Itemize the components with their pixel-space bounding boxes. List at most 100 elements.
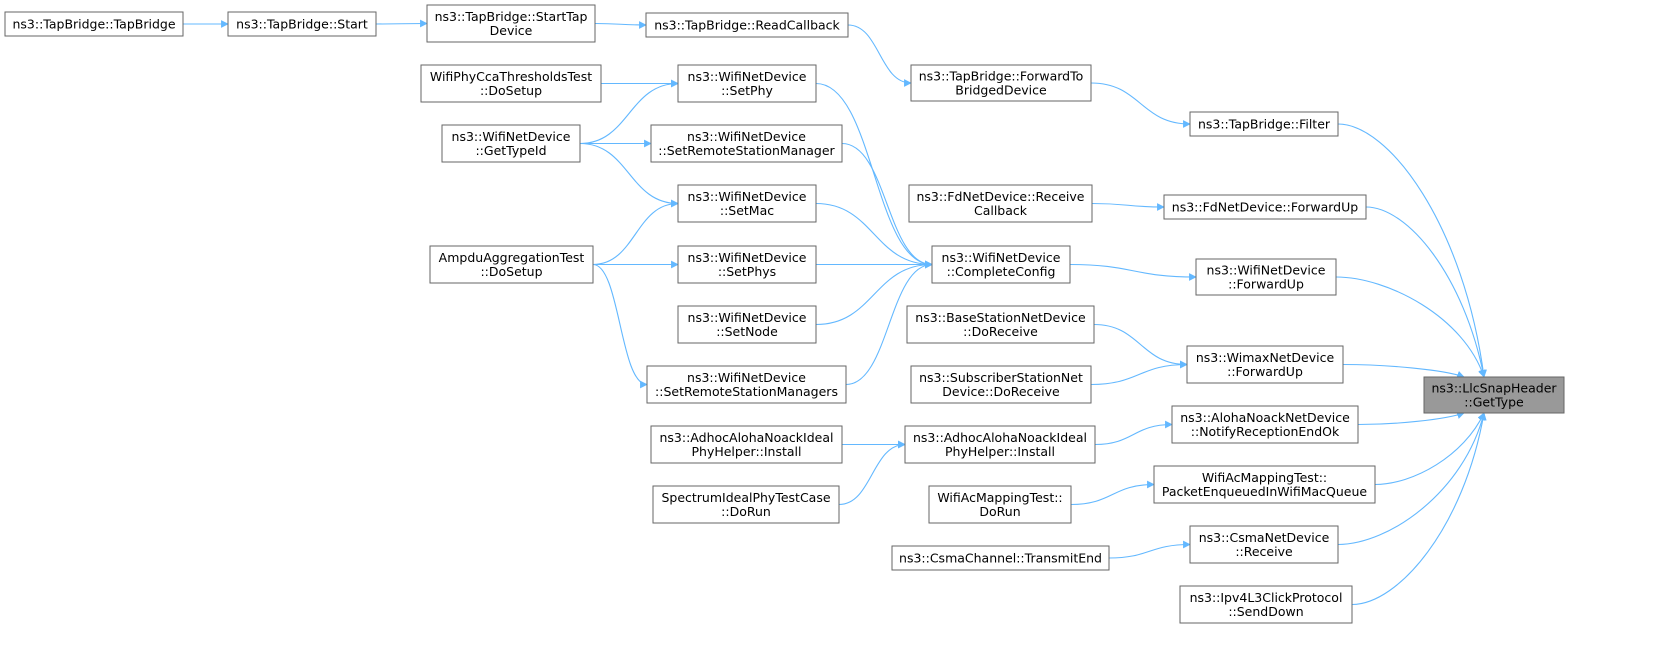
node-label-line: ns3::TapBridge::ReadCallback bbox=[654, 18, 840, 33]
node-label-line: ns3::WifiNetDevice bbox=[688, 310, 807, 325]
node-label-line: ::SendDown bbox=[1228, 604, 1303, 619]
node-aloha-notify[interactable]: ns3::AlohaNoackNetDevice::NotifyReceptio… bbox=[1171, 405, 1359, 444]
node-wifi-setphy[interactable]: ns3::WifiNetDevice::SetPhy bbox=[677, 64, 817, 103]
edge-tb_fwd-to-tb_filter bbox=[1090, 82, 1191, 128]
node-label-line: ns3::FdNetDevice::Receive bbox=[917, 189, 1085, 204]
node-label-line: ns3::TapBridge::TapBridge bbox=[12, 17, 175, 32]
edge-ampdu_setup-to-wifi_setmac bbox=[592, 199, 679, 266]
node-label-line: ns3::WifiNetDevice bbox=[942, 250, 1061, 265]
nodes-layer: ns3::LlcSnapHeader::GetType ns3::TapBridg… bbox=[4, 4, 1565, 624]
node-wifi-setrsms[interactable]: ns3::WifiNetDevice::SetRemoteStationMana… bbox=[646, 365, 847, 404]
edge-wifi_setrsms-to-wifi_complete bbox=[845, 260, 933, 386]
node-ipv4click[interactable]: ns3::Ipv4L3ClickProtocol::SendDown bbox=[1179, 585, 1353, 624]
node-box bbox=[1171, 405, 1359, 444]
node-wifi-setmac[interactable]: ns3::WifiNetDevice::SetMac bbox=[677, 184, 817, 223]
node-label-line: ns3::WifiNetDevice bbox=[687, 129, 806, 144]
node-label-line: ns3::AdhocAlohaNoackIdeal bbox=[913, 430, 1087, 445]
node-label-line: ::SetPhy bbox=[721, 83, 773, 98]
node-label-line: WifiAcMappingTest:: bbox=[1202, 470, 1327, 485]
node-box bbox=[677, 245, 817, 284]
node-acmap-run[interactable]: WifiAcMappingTest::DoRun bbox=[928, 485, 1072, 524]
node-label-line: ns3::WifiNetDevice bbox=[688, 189, 807, 204]
node-wifi-setnode[interactable]: ns3::WifiNetDevice::SetNode bbox=[677, 305, 817, 344]
node-box bbox=[4, 11, 184, 37]
node-wifi-typeid[interactable]: ns3::WifiNetDevice::GetTypeId bbox=[441, 124, 581, 163]
node-label-line: ::DoReceive bbox=[963, 324, 1038, 339]
edge-adhoc_install2-to-aloha_notify bbox=[1094, 420, 1173, 446]
edge-aloha_notify-to-root bbox=[1357, 411, 1465, 426]
node-box bbox=[677, 184, 817, 223]
node-label-line: ns3::WifiNetDevice bbox=[688, 69, 807, 84]
edge-tb_starttap-to-tb_readcb bbox=[594, 21, 647, 29]
node-box bbox=[420, 64, 602, 103]
node-label-line: ns3::CsmaNetDevice bbox=[1199, 530, 1330, 545]
node-adhoc-install1[interactable]: ns3::AdhocAlohaNoackIdealPhyHelper::Inst… bbox=[650, 425, 843, 464]
node-ss-recv[interactable]: ns3::SubscriberStationNetDevice::DoRecei… bbox=[910, 365, 1092, 404]
edge-csma_recv-to-root bbox=[1337, 412, 1487, 546]
node-label-line: ns3::TapBridge::Start bbox=[236, 17, 368, 32]
node-wifi-fwdup[interactable]: ns3::WifiNetDevice::ForwardUp bbox=[1195, 258, 1337, 296]
edge-tb_start-to-tb_starttap bbox=[375, 19, 428, 28]
edge-wifi_setrsm-to-wifi_complete bbox=[841, 142, 933, 269]
node-bs-recv[interactable]: ns3::BaseStationNetDevice::DoReceive bbox=[906, 305, 1095, 344]
node-label-line: ns3::FdNetDevice::ForwardUp bbox=[1172, 200, 1358, 215]
node-tb-ctor[interactable]: ns3::TapBridge::TapBridge bbox=[4, 11, 184, 37]
node-label-line: ::GetType bbox=[1464, 395, 1524, 410]
node-label-line: ns3::AdhocAlohaNoackIdeal bbox=[660, 430, 834, 445]
node-spectrum-run[interactable]: SpectrumIdealPhyTestCase::DoRun bbox=[652, 485, 840, 524]
node-adhoc-install2[interactable]: ns3::AdhocAlohaNoackIdealPhyHelper::Inst… bbox=[904, 425, 1096, 464]
edge-wifi_typeid-to-wifi_setphy bbox=[579, 79, 679, 145]
node-box bbox=[910, 64, 1092, 102]
node-box bbox=[910, 365, 1092, 404]
node-box bbox=[429, 245, 594, 284]
edge-csma_tx-to-csma_recv bbox=[1108, 540, 1191, 559]
node-label-line: ::ForwardUp bbox=[1227, 364, 1303, 379]
node-label-line: ns3::Ipv4L3ClickProtocol bbox=[1190, 590, 1343, 605]
node-tb-readcb[interactable]: ns3::TapBridge::ReadCallback bbox=[645, 12, 849, 38]
node-box bbox=[426, 4, 596, 43]
node-box bbox=[891, 545, 1110, 571]
node-csma-tx[interactable]: ns3::CsmaChannel::TransmitEnd bbox=[891, 545, 1110, 571]
node-label-line: ::DoSetup bbox=[480, 264, 542, 279]
node-wifi-complete[interactable]: ns3::WifiNetDevice::CompleteConfig bbox=[931, 245, 1071, 284]
node-root[interactable]: ns3::LlcSnapHeader::GetType bbox=[1423, 376, 1565, 414]
edge-ipv4click-to-root bbox=[1351, 412, 1487, 606]
node-cca-setup[interactable]: WifiPhyCcaThresholdsTest::DoSetup bbox=[420, 64, 602, 103]
node-box bbox=[1153, 465, 1376, 504]
node-box bbox=[1189, 111, 1339, 137]
node-tb-filter[interactable]: ns3::TapBridge::Filter bbox=[1189, 111, 1339, 137]
node-label-line: Device bbox=[490, 23, 533, 38]
node-acmap-pkt[interactable]: WifiAcMappingTest::PacketEnqueuedInWifiM… bbox=[1153, 465, 1376, 504]
node-label-line: ns3::BaseStationNetDevice bbox=[915, 310, 1086, 325]
node-label-line: PhyHelper::Install bbox=[945, 444, 1055, 459]
edge-acmap_run-to-acmap_pkt bbox=[1070, 480, 1155, 506]
node-box bbox=[1195, 258, 1337, 296]
node-label-line: ::SetNode bbox=[716, 324, 778, 339]
node-box bbox=[906, 305, 1095, 344]
edge-wifi_setmac-to-wifi_complete bbox=[815, 202, 933, 269]
node-box bbox=[227, 11, 377, 37]
node-wifi-setrsm[interactable]: ns3::WifiNetDevice::SetRemoteStationMana… bbox=[650, 124, 843, 163]
edge-bs_recv-to-wimax_fwdup bbox=[1093, 323, 1188, 369]
node-label-line: ns3::WifiNetDevice bbox=[452, 129, 571, 144]
node-box bbox=[931, 245, 1071, 284]
node-label-line: ns3::WifiNetDevice bbox=[688, 250, 807, 265]
node-box bbox=[904, 425, 1096, 464]
edge-wifi_complete-to-wifi_fwdup bbox=[1069, 263, 1197, 281]
node-label-line: ns3::AlohaNoackNetDevice bbox=[1180, 410, 1350, 425]
node-label-line: ::GetTypeId bbox=[475, 143, 546, 158]
node-csma-recv[interactable]: ns3::CsmaNetDevice::Receive bbox=[1189, 525, 1339, 564]
node-wifi-setphys[interactable]: ns3::WifiNetDevice::SetPhys bbox=[677, 245, 817, 284]
node-label-line: PacketEnqueuedInWifiMacQueue bbox=[1162, 484, 1368, 499]
node-tb-start[interactable]: ns3::TapBridge::Start bbox=[227, 11, 377, 37]
node-label-line: ns3::LlcSnapHeader bbox=[1431, 381, 1557, 396]
node-label-line: ::SetRemoteStationManagers bbox=[655, 384, 838, 399]
node-wimax-fwdup[interactable]: ns3::WimaxNetDevice::ForwardUp bbox=[1186, 345, 1344, 384]
node-ampdu-setup[interactable]: AmpduAggregationTest::DoSetup bbox=[429, 245, 594, 284]
node-fd-fwdup[interactable]: ns3::FdNetDevice::ForwardUp bbox=[1163, 194, 1367, 220]
node-box bbox=[650, 124, 843, 163]
